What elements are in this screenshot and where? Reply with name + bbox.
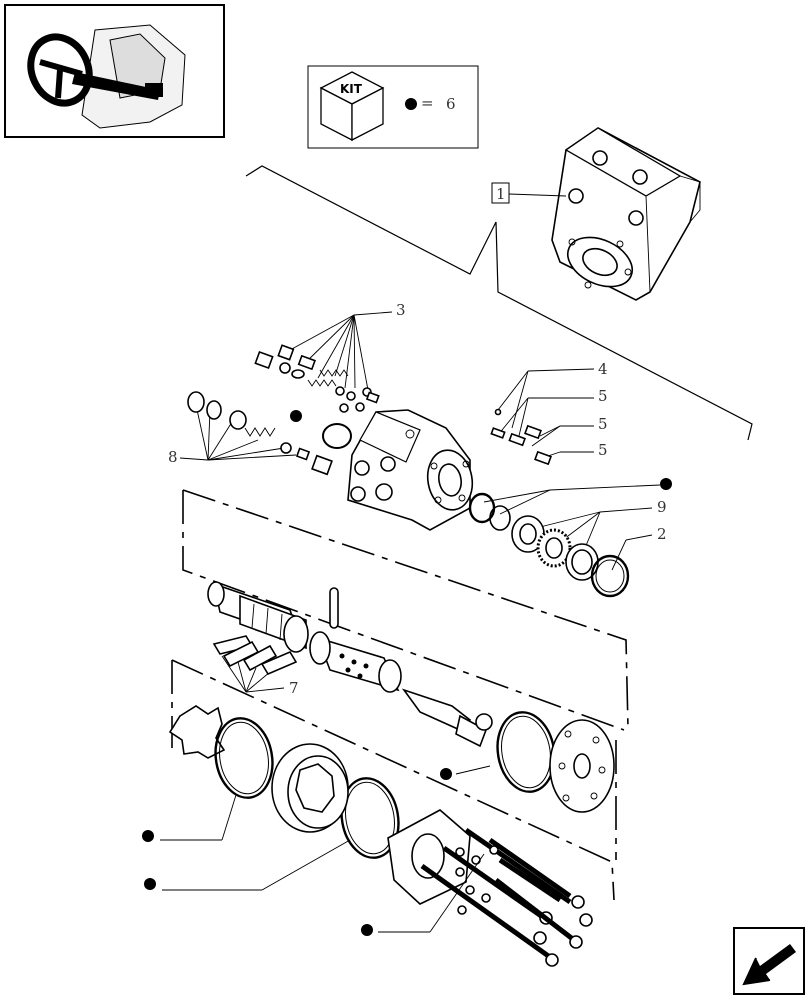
next-page-arrow-icon[interactable]: [733, 927, 805, 995]
kit-dot-icon: [660, 478, 672, 490]
steering-column-thumbnail-icon: [27, 24, 186, 129]
kit-dot-icon: [142, 830, 154, 842]
gear-set[interactable]: [271, 743, 349, 833]
callout-5c[interactable]: 5: [598, 441, 608, 459]
housing-o-ring[interactable]: [322, 423, 352, 449]
centering-springs[interactable]: [212, 635, 298, 676]
thumbnail-frame[interactable]: [4, 4, 225, 138]
kit-cube-icon: [319, 71, 385, 142]
callout-5b[interactable]: 5: [598, 415, 608, 433]
star-rotor[interactable]: [168, 705, 226, 759]
valve-housing[interactable]: [347, 409, 477, 531]
callout-7[interactable]: 7: [289, 679, 299, 697]
spool-assembly[interactable]: [207, 581, 493, 748]
kit-dot-icon: [290, 410, 302, 422]
callout-4[interactable]: 4: [598, 360, 608, 378]
kit-equals: =: [421, 94, 434, 112]
callout-9[interactable]: 9: [657, 498, 667, 516]
kit-reference: 6: [446, 95, 456, 113]
callout-5a[interactable]: 5: [598, 387, 608, 405]
kit-label: KIT: [340, 82, 363, 96]
kit-dot-icon: [440, 768, 452, 780]
callout-1[interactable]: 1: [496, 185, 506, 203]
callout-box-1[interactable]: [491, 182, 510, 204]
kit-dot-icon: [144, 878, 156, 890]
steering-unit-assembled[interactable]: [551, 127, 701, 301]
spacer-plate[interactable]: [387, 809, 471, 905]
callout-2[interactable]: 2: [657, 525, 667, 543]
pin-parts[interactable]: [490, 408, 552, 466]
o-rings[interactable]: [209, 708, 560, 863]
bolts[interactable]: [420, 827, 593, 967]
kit-legend-box: KIT = 6: [307, 65, 479, 149]
check-valve-parts[interactable]: [187, 391, 333, 476]
callout-8[interactable]: 8: [168, 448, 178, 466]
kit-dot-icon: [405, 98, 417, 110]
seal-stack[interactable]: [468, 492, 630, 598]
callout-3[interactable]: 3: [396, 301, 406, 319]
kit-dot-icon: [361, 924, 373, 936]
relief-valve-parts[interactable]: [254, 344, 380, 413]
end-cap[interactable]: [549, 719, 615, 813]
